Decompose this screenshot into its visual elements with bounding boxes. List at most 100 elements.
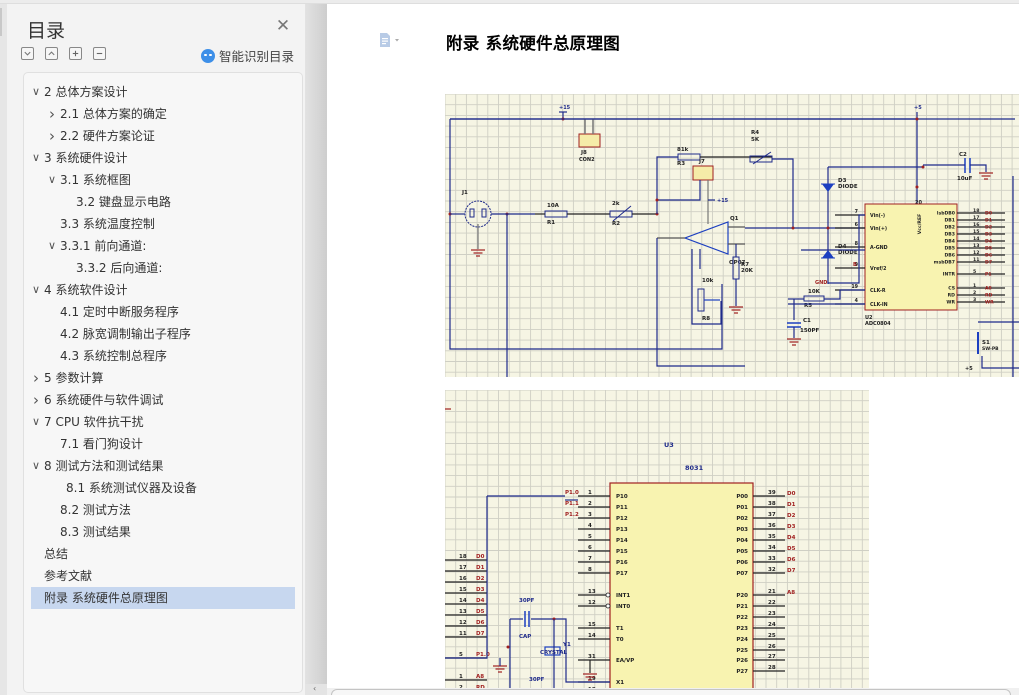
net-label: D0 xyxy=(985,211,992,217)
chevron-down-icon[interactable]: ∨ xyxy=(31,283,41,296)
toc-item[interactable]: 8.2 测试方法 xyxy=(24,499,302,521)
pin-number: 31 xyxy=(588,654,596,660)
horizontal-scrollbar[interactable] xyxy=(327,688,1019,695)
toc-list: ∨2 总体方案设计 › 2.1 总体方案的确定 ›2.2 硬件方案论证∨3 系统硬件设… xyxy=(24,81,302,609)
toc-item[interactable]: ›2.2 硬件方案论证 xyxy=(24,125,302,147)
toc-item-label: 7 CPU 软件抗干扰 xyxy=(44,415,144,429)
toc-item[interactable]: 总结 xyxy=(24,543,302,565)
toc-item-label: 4.3 系统控制总程序 xyxy=(60,349,167,363)
junction-dot xyxy=(791,226,795,230)
scrollbar-thumb[interactable] xyxy=(331,689,1011,695)
pin-name: CS xyxy=(948,286,955,292)
toc-item-label: 5 参数计算 xyxy=(44,371,104,385)
net-label: D0 xyxy=(476,554,485,560)
toc-item[interactable]: 3.3 系统温度控制 xyxy=(24,213,302,235)
pin-number: 21 xyxy=(768,589,776,595)
chevron-right-icon[interactable]: › xyxy=(49,127,55,145)
toc-item[interactable]: ∨2 总体方案设计 xyxy=(24,81,302,103)
toc-item[interactable]: ∨4 系统软件设计 xyxy=(24,279,302,301)
scroll-left-arrow-icon[interactable]: ‹ xyxy=(313,684,317,693)
toc-item[interactable]: 4.3 系统控制总程序 xyxy=(24,345,302,367)
close-icon[interactable]: ✕ xyxy=(275,16,291,36)
wire xyxy=(445,496,488,659)
pin-number: 14 xyxy=(459,598,467,604)
pin-name: INTR xyxy=(943,272,956,278)
pin-number: 13 xyxy=(459,609,467,615)
schematic-label: 2k xyxy=(612,201,620,207)
decrease-level-button[interactable] xyxy=(93,47,106,60)
toc-item[interactable]: ∨3.1 系统框图 xyxy=(24,169,302,191)
pin-number: 18 xyxy=(459,554,467,560)
toc-item[interactable]: 4.2 脉宽调制输出子程序 xyxy=(24,323,302,345)
chevron-down-icon[interactable]: ∨ xyxy=(47,173,57,186)
toc-item[interactable]: 3.3.2 后向通道: xyxy=(24,257,302,279)
toc-item[interactable]: ∨8 测试方法和测试结果 xyxy=(24,455,302,477)
toc-item-label: 4.2 脉宽调制输出子程序 xyxy=(60,327,191,341)
schematic-label: 10k xyxy=(702,278,714,284)
toc-item-label: 3.3.2 后向通道: xyxy=(76,261,163,275)
net-label: A8 xyxy=(476,674,484,680)
expand-all-button[interactable] xyxy=(45,47,58,60)
chevron-right-icon[interactable]: › xyxy=(33,391,39,409)
crystal-y1 xyxy=(544,646,561,656)
toc-item[interactable]: 8.3 测试结果 xyxy=(24,521,302,543)
schematic-label: OP07 xyxy=(729,260,746,266)
toc-item[interactable]: 7.1 看门狗设计 xyxy=(24,433,302,455)
increase-level-button[interactable] xyxy=(69,47,82,60)
toc-item-label: 附录 系统硬件总原理图 xyxy=(44,591,168,605)
toc-item[interactable]: › 2.1 总体方案的确定 xyxy=(24,103,302,125)
chevron-down-icon[interactable]: ∨ xyxy=(31,85,41,98)
schematic-label: +15 xyxy=(717,198,729,204)
smart-toc-button[interactable]: 智能识别目录 xyxy=(201,46,294,65)
pin-name: INT1 xyxy=(616,593,630,599)
chevron-down-icon[interactable]: ∨ xyxy=(31,459,41,472)
pin-number: 16 xyxy=(973,222,979,228)
pin-name: CLK-IN xyxy=(870,302,888,308)
pin-name: P27 xyxy=(736,669,748,675)
chevron-right-icon[interactable]: › xyxy=(33,369,39,387)
toc-item[interactable]: ∨3 系统硬件设计 xyxy=(24,147,302,169)
toc-item[interactable]: 附录 系统硬件总原理图 xyxy=(31,587,295,609)
left-edge-handle[interactable] xyxy=(0,8,2,36)
collapse-all-button[interactable] xyxy=(21,47,34,60)
schematic-label: J7 xyxy=(698,159,705,165)
pin-name: DB3 xyxy=(944,232,955,238)
pin-number: 5 xyxy=(588,534,592,540)
toc-item[interactable]: 8.1 系统测试仪器及设备 xyxy=(24,477,302,499)
pin-number: 23 xyxy=(768,611,776,617)
pin-name: Vin(-) xyxy=(870,213,885,219)
chevron-down-icon[interactable]: ∨ xyxy=(31,151,41,164)
toc-item-label: 2.1 总体方案的确定 xyxy=(60,107,167,121)
pin-number: 12 xyxy=(588,600,596,606)
chevron-down-icon[interactable]: ∨ xyxy=(47,239,57,252)
toc-item[interactable]: › 5 参数计算 xyxy=(24,367,302,389)
schematic-label: 5K xyxy=(751,137,760,143)
sidebar-splitter[interactable] xyxy=(305,4,327,695)
toc-item[interactable]: 4.1 定时中断服务程序 xyxy=(24,301,302,323)
left-edge-strip xyxy=(0,4,7,695)
pin-number: 39 xyxy=(768,490,776,496)
toc-item[interactable]: 3.2 键盘显示电路 xyxy=(24,191,302,213)
toc-item[interactable]: 参考文献 xyxy=(24,565,302,587)
wire xyxy=(970,164,987,172)
window-top-edge xyxy=(0,0,1019,4)
toc-toolbar xyxy=(21,47,106,60)
pin-number: 33 xyxy=(768,556,776,562)
toc-item[interactable]: ∨7 CPU 软件抗干扰 xyxy=(24,411,302,433)
net-label: D4 xyxy=(476,598,485,604)
pin-name: P21 xyxy=(736,604,748,610)
pin-name: P13 xyxy=(616,527,628,533)
chevron-down-icon[interactable]: ∨ xyxy=(31,415,41,428)
paragraph-menu-button[interactable] xyxy=(379,32,401,48)
toc-item[interactable]: ›6 系统硬件与软件调试 xyxy=(24,389,302,411)
chevron-right-icon[interactable]: › xyxy=(49,105,55,123)
pin-number: 13 xyxy=(588,589,596,595)
pin-number: 11 xyxy=(973,257,979,263)
pin-name: DB1 xyxy=(944,218,955,224)
wire xyxy=(824,289,865,300)
schematic-label: J8 xyxy=(580,150,587,156)
toc-item-label: 3.3.1 前向通道: xyxy=(60,239,147,253)
pin-name: P26 xyxy=(736,658,748,664)
toc-item[interactable]: ∨3.3.1 前向通道: xyxy=(24,235,302,257)
net-label: D7 xyxy=(476,631,485,637)
